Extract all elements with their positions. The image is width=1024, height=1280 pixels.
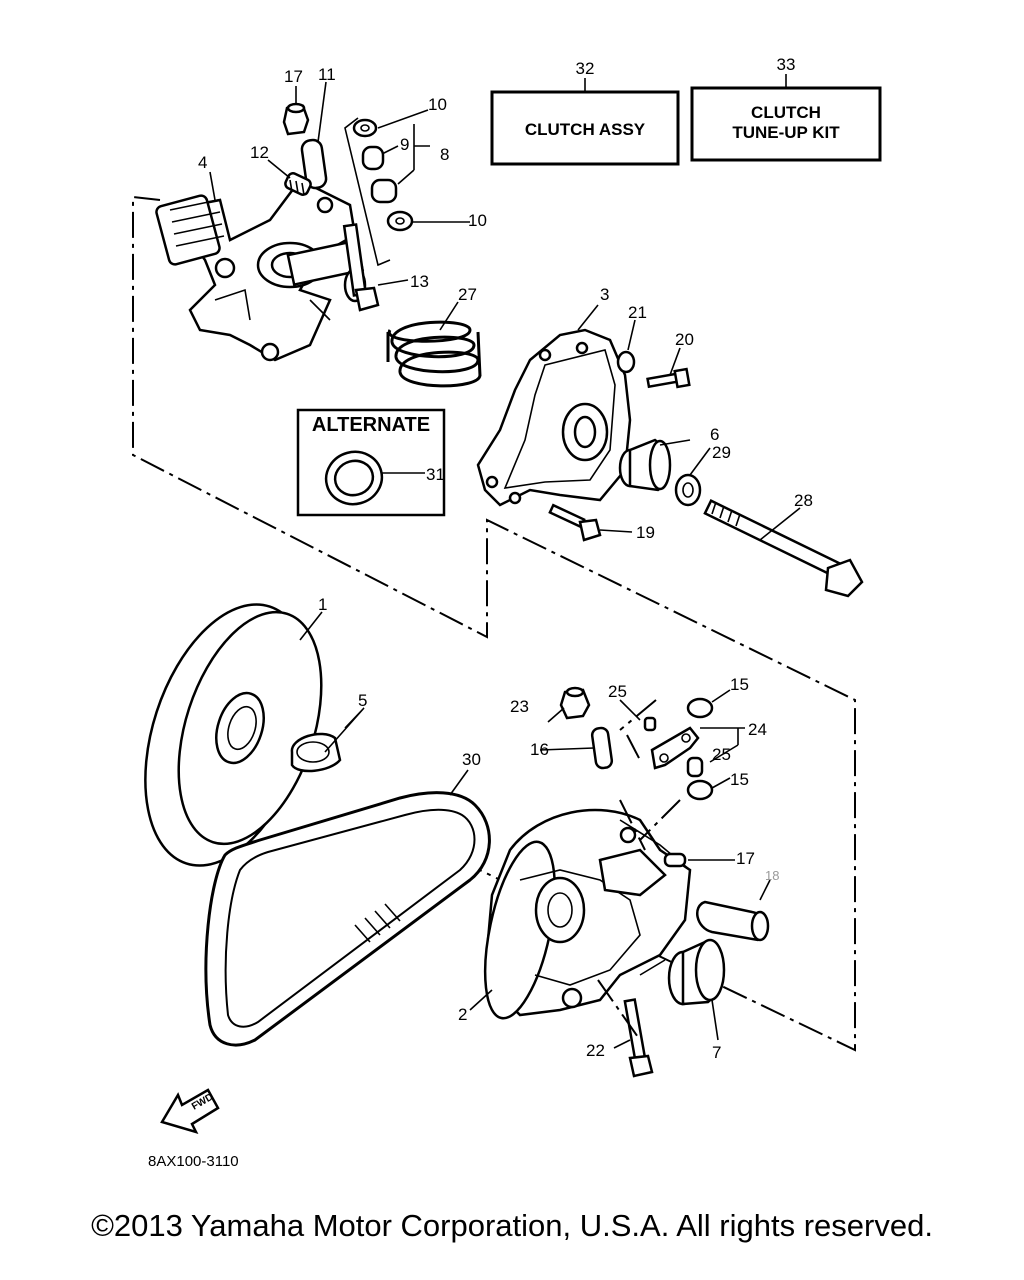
tuneup-line2: TUNE-UP KIT [732,123,840,142]
bushing-5 [290,732,342,773]
washer-10b [386,210,414,232]
pin-17 [663,852,687,868]
tuneup-line1: CLUTCH [751,103,821,122]
bolt-13 [342,223,380,312]
label-33: 33 [777,55,796,74]
label-14: 17 [284,67,303,86]
bushing-7 [667,938,726,1006]
label-28: 28 [794,491,813,510]
ring-29 [674,473,702,507]
washer-15b [686,779,714,801]
label-24: 24 [748,720,767,739]
label-21: 21 [628,303,647,322]
roller-25 [686,756,704,778]
cover-3 [476,328,632,507]
label-4: 4 [198,153,207,172]
label-15b: 15 [730,770,749,789]
spider-hub [155,178,367,362]
belt-30 [204,791,491,1047]
label-20: 20 [675,330,694,349]
label-6: 6 [710,425,719,444]
copyright-notice: ©2013 Yamaha Motor Corporation, U.S.A. A… [91,1208,933,1243]
label-8: 8 [440,145,449,164]
pin-11 [300,138,328,190]
roller-9 [361,145,385,171]
label-19: 19 [636,523,655,542]
tuneup-kit-box: 33 CLUTCH TUNE-UP KIT [690,55,882,162]
label-31: 31 [426,465,445,484]
label-30: 30 [462,750,481,769]
label-1: 1 [318,595,327,614]
weight-arm-24 [650,726,700,770]
label-25: 25 [712,745,731,764]
washer-10a [352,118,378,138]
label-12: 12 [250,143,269,162]
label-18: 18 [765,868,779,883]
label-2: 2 [458,1005,467,1024]
leader-lines [209,81,801,1049]
label-32: 32 [576,59,595,78]
nut-23 [559,686,591,720]
label-17: 17 [736,849,755,868]
pin-26 [643,716,657,732]
label-5: 5 [358,691,367,710]
label-15a: 15 [730,675,749,694]
bolt-22 [623,998,654,1078]
bolt-28 [703,499,864,598]
sleeve-18 [696,900,770,942]
label-13: 13 [410,272,429,291]
part-labels: 17 11 10 9 8 12 4 10 13 27 3 21 20 6 29 … [198,65,813,1062]
label-11: 11 [318,65,336,84]
label-23: 23 [510,697,529,716]
sheave-1 [144,603,323,867]
screw-12 [284,172,312,196]
label-29: 29 [712,443,731,462]
label-9: 9 [400,135,409,154]
label-10a: 10 [428,95,447,114]
pin-16 [590,726,614,770]
label-26: 25 [608,682,627,701]
sheave-housing-2 [483,808,692,1020]
label-22: 22 [586,1041,605,1060]
bolt-20 [646,367,691,389]
alternate-box: ALTERNATE [296,408,446,517]
washer-21 [616,350,636,374]
fwd-arrow-icon: FWD [160,1088,220,1135]
diagram-code: 8AX100-3110 [148,1153,239,1170]
clutch-assy-label: CLUTCH ASSY [525,120,646,139]
label-3: 3 [600,285,609,304]
bushing-8 [370,178,398,204]
label-7: 7 [712,1043,721,1062]
nut-14 [282,102,310,136]
alternate-label: ALTERNATE [312,414,430,436]
bushing-6 [618,438,672,492]
label-10b: 10 [468,211,487,230]
label-16: 16 [530,740,549,759]
clutch-assy-box: 32 CLUTCH ASSY [490,59,680,166]
spring-27 [386,320,482,388]
label-27: 27 [458,285,477,304]
washer-15a [686,697,714,719]
bolt-19 [548,503,602,542]
